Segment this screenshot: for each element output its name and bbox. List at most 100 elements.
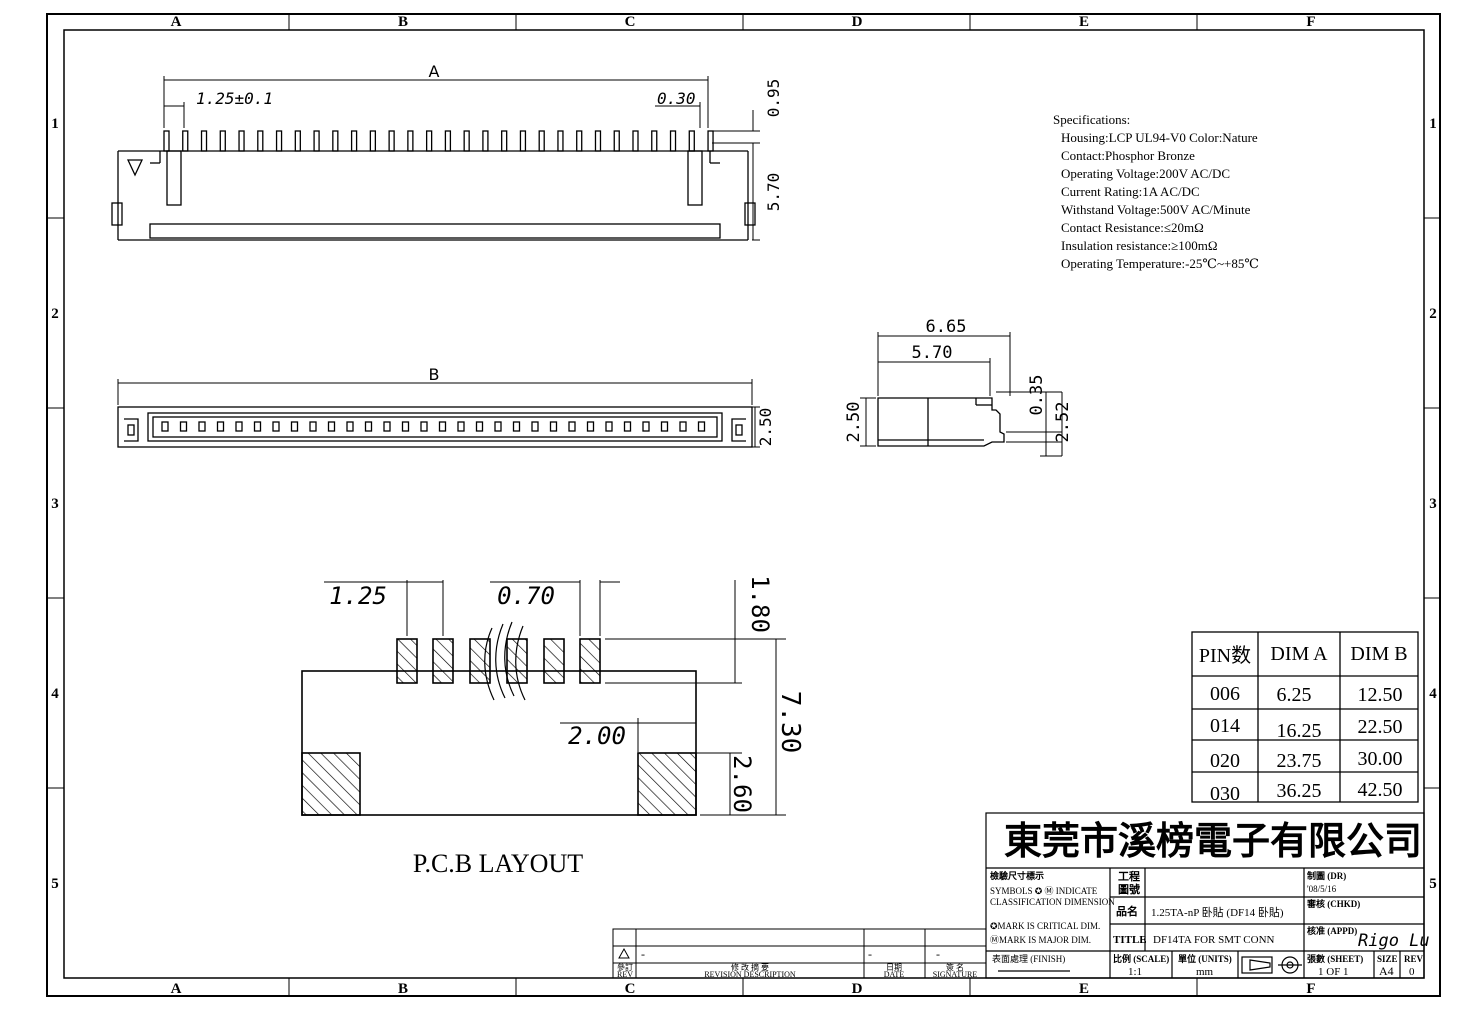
contact-window — [272, 421, 280, 432]
spec-line: Operating Voltage:200V AC/DC — [1061, 166, 1230, 181]
dim-table-cell: 030 — [1210, 783, 1240, 805]
contact-window — [457, 421, 465, 432]
col-label-bottom: C — [625, 981, 636, 997]
revision-block — [612, 928, 987, 979]
view-b-height-dimension: 2.50 — [756, 408, 775, 447]
spec-line: Contact Resistance:≤20mΩ — [1061, 220, 1204, 235]
pcb-layout — [301, 621, 697, 816]
dim-table-header: DIM B — [1350, 643, 1407, 665]
contact-window — [401, 421, 410, 432]
smt-pad — [506, 638, 528, 684]
dim-table-cell: 6.25 — [1277, 684, 1312, 706]
size-value: A4 — [1379, 964, 1394, 978]
contact-pin — [182, 130, 189, 152]
smt-pad — [432, 638, 454, 684]
row-label-left: 4 — [51, 686, 59, 702]
contact-pin — [632, 130, 639, 152]
col-label-top: C — [625, 14, 636, 30]
col-label-top: F — [1306, 14, 1315, 30]
dim-table — [1191, 631, 1419, 803]
dim-table-cell: 36.25 — [1277, 780, 1322, 802]
zone-ticks — [47, 14, 1440, 996]
date-dash: - — [868, 947, 872, 961]
body-height-dimension: 5.70 — [764, 173, 783, 212]
contact-pin — [257, 130, 264, 152]
specifications-block: Specifications: Housing:LCP UL94-V0 Colo… — [1053, 112, 1259, 271]
row-label-right: 5 — [1429, 876, 1437, 892]
pcb-layout-title: P.C.B LAYOUT — [413, 849, 583, 878]
signature-header: SIGNATURE — [933, 970, 978, 979]
part-name-value: 1.25TA-nP 卧貼 (DF14 卧貼) — [1151, 905, 1284, 919]
row-label-right: 2 — [1429, 306, 1437, 322]
side-tip-dimension: 0.35 — [1027, 375, 1047, 416]
col-label-top: D — [852, 14, 863, 30]
contact-pin — [613, 130, 620, 152]
pad-row — [396, 638, 601, 684]
smt-pad — [543, 638, 565, 684]
contact-pin — [557, 130, 564, 152]
spec-heading: Specifications: — [1053, 112, 1130, 127]
part-name-label: 品名 — [1116, 904, 1138, 918]
revision-block-text: - - - 參訂 REV 修 改 摘 要 REVISION DESCRIPTIO… — [617, 947, 977, 979]
symbols-line: CLASSIFICATION DIMENSION — [990, 897, 1115, 907]
contact-pin — [163, 130, 170, 152]
contact-pin — [313, 130, 320, 152]
contact-pin — [425, 130, 433, 152]
side-body-dimension: 5.70 — [912, 343, 953, 363]
approved-by-label: 核准 (APPD) — [1307, 925, 1357, 936]
contact-window — [364, 421, 373, 432]
dim-table-cell: 020 — [1210, 750, 1240, 772]
rev-header: 參訂 — [617, 962, 633, 972]
description-header: REVISION DESCRIPTION — [704, 970, 796, 979]
spec-line: Insulation resistance:≥100mΩ — [1061, 238, 1218, 253]
pin-row — [163, 130, 714, 152]
contact-window — [179, 421, 188, 432]
drawn-date: '08/5/16 — [1307, 884, 1337, 894]
title-block — [985, 812, 1425, 979]
dim-table-cell: 23.75 — [1277, 750, 1322, 772]
approver-signature: Rigo Lu — [1358, 931, 1430, 951]
dim-table-cell: 12.50 — [1358, 684, 1403, 706]
contact-pin — [444, 130, 452, 152]
side-view — [877, 397, 1005, 447]
spec-line: Current Rating:1A AC/DC — [1061, 184, 1200, 199]
inspect-title: 檢驗尺寸標示 — [990, 870, 1044, 881]
contact-window — [586, 421, 595, 432]
contact-pin — [594, 130, 602, 152]
side-view-dimensions — [860, 332, 1063, 457]
row-label-left: 1 — [51, 116, 59, 132]
contact-pin — [707, 130, 714, 152]
contact-window — [198, 421, 206, 432]
smt-pad — [396, 638, 418, 684]
size-label: SIZE — [1377, 954, 1398, 964]
sign-dash: - — [936, 947, 940, 961]
dim-table-header: DIM A — [1270, 643, 1328, 665]
spec-line: Housing:LCP UL94-V0 Color:Nature — [1061, 130, 1258, 145]
major-mark-note: ⓂMARK IS MAJOR DIM. — [990, 935, 1091, 945]
rev-dash: - — [641, 947, 645, 961]
dim-table-cell: 42.50 — [1358, 779, 1403, 801]
spec-line: Contact:Phosphor Bronze — [1061, 148, 1195, 163]
smt-pad — [469, 638, 491, 684]
col-label-bottom: D — [852, 981, 863, 997]
view-b-label: B — [429, 365, 440, 384]
side-total-dimension: 6.65 — [926, 317, 967, 337]
pitch-dimension: 1.25±0.1 — [196, 89, 273, 108]
sheet-value: 1 OF 1 — [1318, 966, 1349, 978]
contact-window — [531, 421, 539, 432]
dim-table-cell: 30.00 — [1358, 748, 1403, 770]
row-label-left: 2 — [51, 306, 59, 322]
contact-window — [549, 421, 558, 432]
spec-line: Operating Temperature:-25℃~+85℃ — [1061, 256, 1259, 271]
scale-label: 比例 (SCALE) — [1113, 953, 1169, 964]
contact-window — [161, 421, 169, 432]
contact-window — [290, 421, 299, 432]
contact-window — [568, 421, 576, 432]
view-b-dimensions — [117, 379, 760, 448]
view-a-front — [111, 130, 756, 241]
contact-pin — [501, 130, 508, 152]
view-b-top — [117, 406, 753, 448]
contact-pin — [388, 130, 395, 152]
critical-mark-note: ✪MARK IS CRITICAL DIM. — [990, 921, 1100, 931]
